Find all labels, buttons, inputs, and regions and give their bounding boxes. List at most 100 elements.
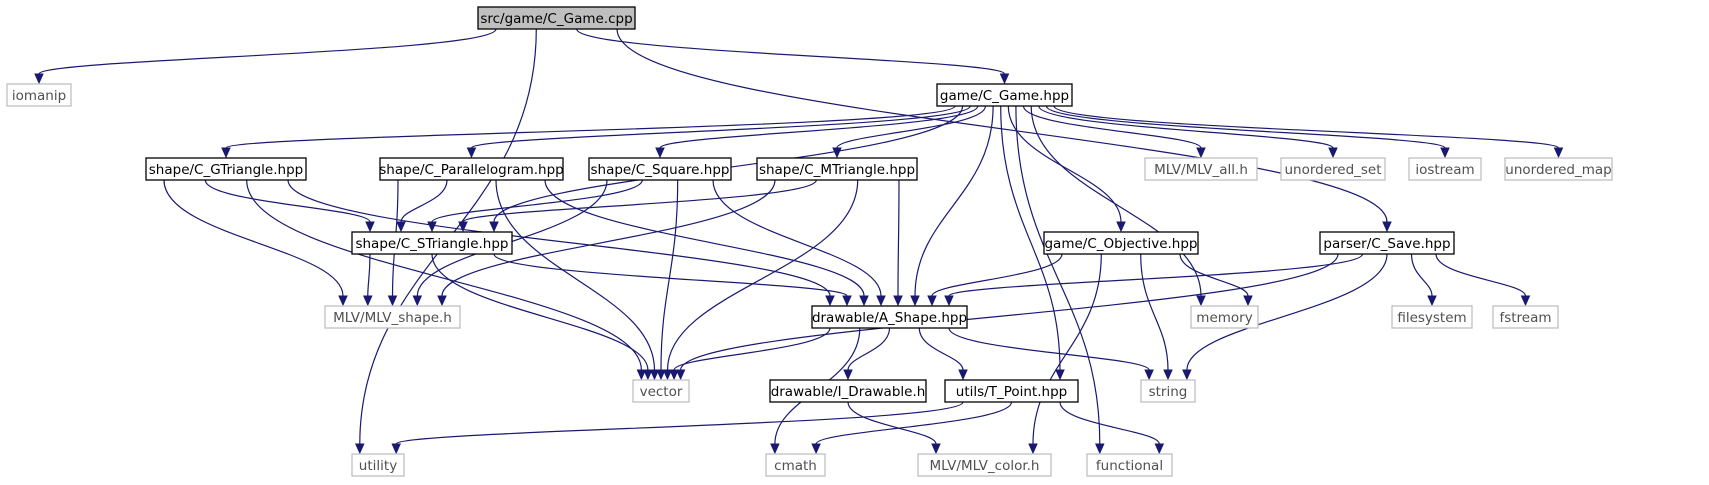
node-box: [145, 157, 307, 181]
node-tpoint[interactable]: utils/T_Point.hpp: [944, 379, 1079, 403]
node-mtri[interactable]: shape/C_MTriangle.hpp: [756, 157, 918, 181]
edge-line: [1059, 401, 1160, 445]
node-idraw[interactable]: drawable/I_Drawable.h: [769, 379, 927, 403]
arrowhead: [1095, 443, 1105, 455]
arrowhead: [1553, 147, 1564, 159]
edge-line: [576, 28, 1006, 75]
edge-gtri-to-vector: [246, 179, 647, 381]
node-box: [1408, 157, 1482, 181]
node-gtri[interactable]: shape/C_GTriangle.hpp: [145, 157, 307, 181]
edge-ashape-to-tpoint: [918, 327, 968, 381]
edge-line: [712, 179, 882, 297]
arrowhead: [656, 369, 666, 381]
edge-line: [680, 253, 1339, 371]
node-box: [765, 453, 826, 477]
edge-line: [847, 327, 891, 371]
edge-game-hpp-to-uset: [1038, 105, 1338, 159]
arrowhead: [1382, 221, 1392, 233]
arrowhead: [931, 443, 941, 455]
arrowhead: [34, 73, 44, 85]
node-box: [1504, 157, 1613, 181]
edge-para-to-stri: [396, 179, 448, 233]
arrowhead: [458, 221, 468, 233]
arrowhead: [669, 369, 679, 381]
node-box: [6, 83, 72, 107]
node-filesystem: filesystem: [1391, 305, 1473, 329]
node-square[interactable]: shape/C_Square.hpp: [588, 157, 732, 181]
node-cmath: cmath: [765, 453, 826, 477]
node-label: unordered_set: [1284, 162, 1381, 178]
node-label: filesystem: [1397, 310, 1466, 326]
edge-game-hpp-to-functional: [1015, 105, 1105, 455]
node-box: [769, 379, 927, 403]
arrowhead: [1243, 295, 1253, 307]
edge-line: [673, 327, 831, 371]
node-label: vector: [640, 384, 683, 400]
node-label: utils/T_Point.hpp: [956, 384, 1067, 400]
edge-ashape-to-idraw: [843, 327, 891, 381]
arrowhead: [675, 369, 686, 381]
arrowhead: [365, 221, 375, 233]
node-box: [588, 157, 732, 181]
edge-line: [462, 179, 817, 223]
arrowhead: [1144, 369, 1154, 381]
arrowhead: [1154, 443, 1165, 455]
arrowhead: [842, 295, 852, 307]
edge-save-to-ashape: [944, 253, 1364, 307]
edge-line: [431, 253, 649, 371]
edge-line: [836, 105, 987, 149]
arrowhead: [636, 369, 647, 381]
node-vector: vector: [632, 379, 690, 403]
edge-game-hpp-to-ashape: [910, 105, 994, 307]
node-obj[interactable]: game/C_Objective.hpp: [1043, 231, 1199, 255]
node-game-hpp[interactable]: game/C_Game.hpp: [936, 83, 1073, 107]
edge-save-to-fstream: [1435, 253, 1531, 307]
arrowhead: [662, 369, 673, 381]
edge-tpoint-to-utility: [391, 401, 964, 455]
arrowhead: [1196, 147, 1206, 159]
node-label: MLV/MLV_all.h: [1154, 162, 1248, 178]
edge-gtri-to-mlvshape: [163, 179, 348, 307]
node-root[interactable]: src/game/C_Game.cpp: [477, 6, 636, 30]
arrowhead: [655, 147, 665, 159]
node-label: shape/C_Parallelogram.hpp: [379, 162, 563, 178]
node-stri[interactable]: shape/C_STriangle.hpp: [351, 231, 513, 255]
node-label: string: [1149, 384, 1188, 400]
node-box: [351, 453, 405, 477]
node-para[interactable]: shape/C_Parallelogram.hpp: [379, 157, 564, 181]
node-ashape[interactable]: drawable/A_Shape.hpp: [811, 305, 968, 329]
arrowhead: [893, 295, 903, 307]
edge-obj-to-mlvcolor: [1028, 253, 1102, 455]
node-box: [756, 157, 918, 181]
node-label: shape/C_GTriangle.hpp: [149, 162, 303, 178]
node-save[interactable]: parser/C_Save.hpp: [1319, 231, 1455, 255]
edge-line: [395, 401, 964, 445]
edge-line: [1186, 253, 1388, 371]
node-box: [1190, 305, 1259, 329]
arrowhead: [1055, 369, 1065, 381]
edge-line: [918, 327, 964, 371]
edge-game-hpp-to-obj: [1007, 105, 1126, 233]
node-label: drawable/A_Shape.hpp: [812, 310, 967, 326]
edge-idraw-to-mlvcolor: [847, 401, 941, 455]
edge-line: [204, 179, 371, 223]
node-box: [351, 231, 513, 255]
arrowhead: [944, 295, 954, 307]
arrowhead: [1427, 295, 1437, 307]
edge-save-to-vector: [675, 253, 1339, 381]
arrowhead: [338, 295, 348, 307]
edge-line: [246, 179, 642, 371]
edge-line: [1022, 105, 1202, 149]
node-box: [1391, 305, 1473, 329]
edge-stri-to-vector: [431, 253, 653, 381]
edge-obj-to-memory: [1179, 253, 1253, 307]
edge-line: [948, 253, 1364, 297]
node-fstream: fstream: [1492, 305, 1559, 329]
edge-line: [659, 105, 979, 149]
node-label: shape/C_STriangle.hpp: [355, 236, 508, 252]
node-label: parser/C_Save.hpp: [1323, 236, 1450, 252]
edge-tpoint-to-functional: [1059, 401, 1165, 455]
edge-line: [1000, 105, 1061, 371]
edge-ashape-to-vector: [669, 327, 831, 381]
